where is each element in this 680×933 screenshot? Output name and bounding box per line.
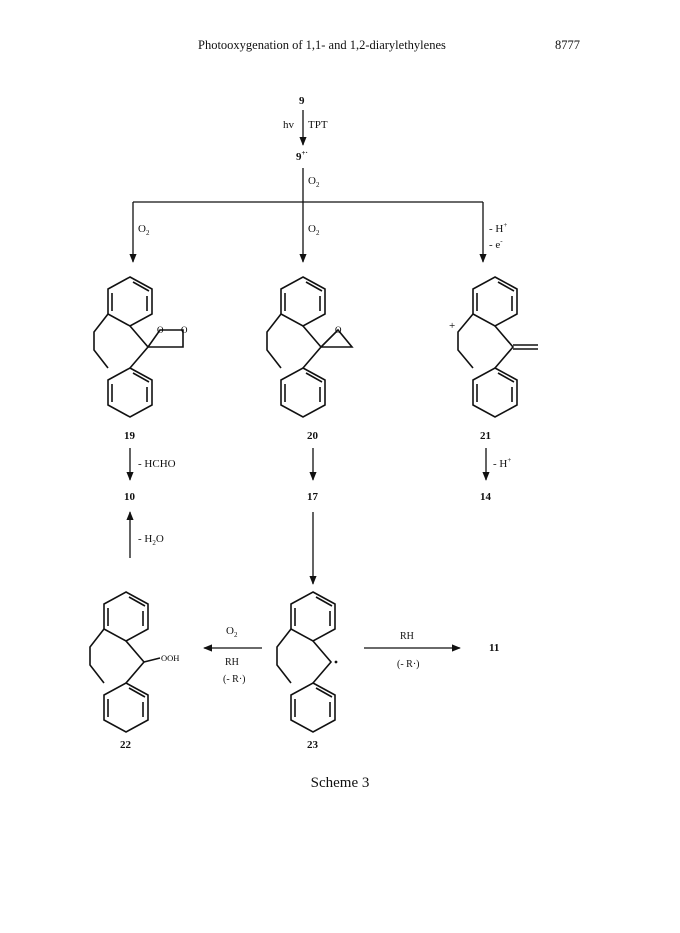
label-14: 14 — [480, 491, 492, 503]
label-o2-arrow-22: O2 — [226, 625, 238, 639]
label-9: 9 — [299, 95, 305, 107]
reagent-hv: hv — [283, 119, 295, 131]
label-o2-left: O2 — [138, 223, 150, 237]
page-number: 8777 — [555, 38, 580, 52]
radical-dot — [334, 660, 338, 664]
label-minus-h: - H+ — [489, 221, 507, 235]
running-title: Photooxygenation of 1,1- and 1,2-diaryle… — [198, 38, 446, 52]
label-rh-arrow-11: RH — [400, 631, 414, 642]
label-minus-r-arrow-22: (- R·) — [223, 674, 246, 685]
label-o2-mid: O2 — [308, 223, 320, 237]
structure-20 — [266, 276, 354, 418]
label-23: 23 — [307, 739, 319, 751]
structure-23 — [276, 591, 336, 733]
atom-o-19a: O — [157, 325, 164, 335]
plus-sign: + — [449, 320, 455, 332]
label-9-radical-cation: 9+· — [296, 149, 308, 163]
label-20: 20 — [307, 430, 319, 442]
label-o2-main: O2 — [308, 175, 320, 189]
ooh-label: OOH — [161, 653, 179, 663]
reagent-tpt: TPT — [308, 119, 328, 131]
atom-o-20: O — [335, 325, 342, 335]
label-minus-h-14: - H+ — [493, 456, 511, 470]
label-21: 21 — [480, 430, 491, 442]
page-header: Photooxygenation of 1,1- and 1,2-diaryle… — [0, 38, 680, 58]
structure-22 — [89, 591, 161, 733]
label-17: 17 — [307, 491, 319, 503]
label-minus-e: - e- — [489, 237, 503, 251]
structure-21 — [457, 276, 538, 418]
label-11: 11 — [489, 642, 499, 654]
scheme-caption: Scheme 3 — [310, 775, 370, 791]
label-minus-r-arrow-11: (- R·) — [397, 659, 420, 670]
atom-o-19b: O — [181, 325, 188, 335]
label-rh-arrow-22: RH — [225, 657, 239, 668]
label-22: 22 — [120, 739, 132, 751]
label-19: 19 — [124, 430, 136, 442]
label-minus-hcho: - HCHO — [138, 458, 176, 470]
label-10: 10 — [124, 491, 136, 503]
label-minus-h2o: - H2O — [138, 533, 164, 547]
structure-19 — [93, 276, 184, 418]
